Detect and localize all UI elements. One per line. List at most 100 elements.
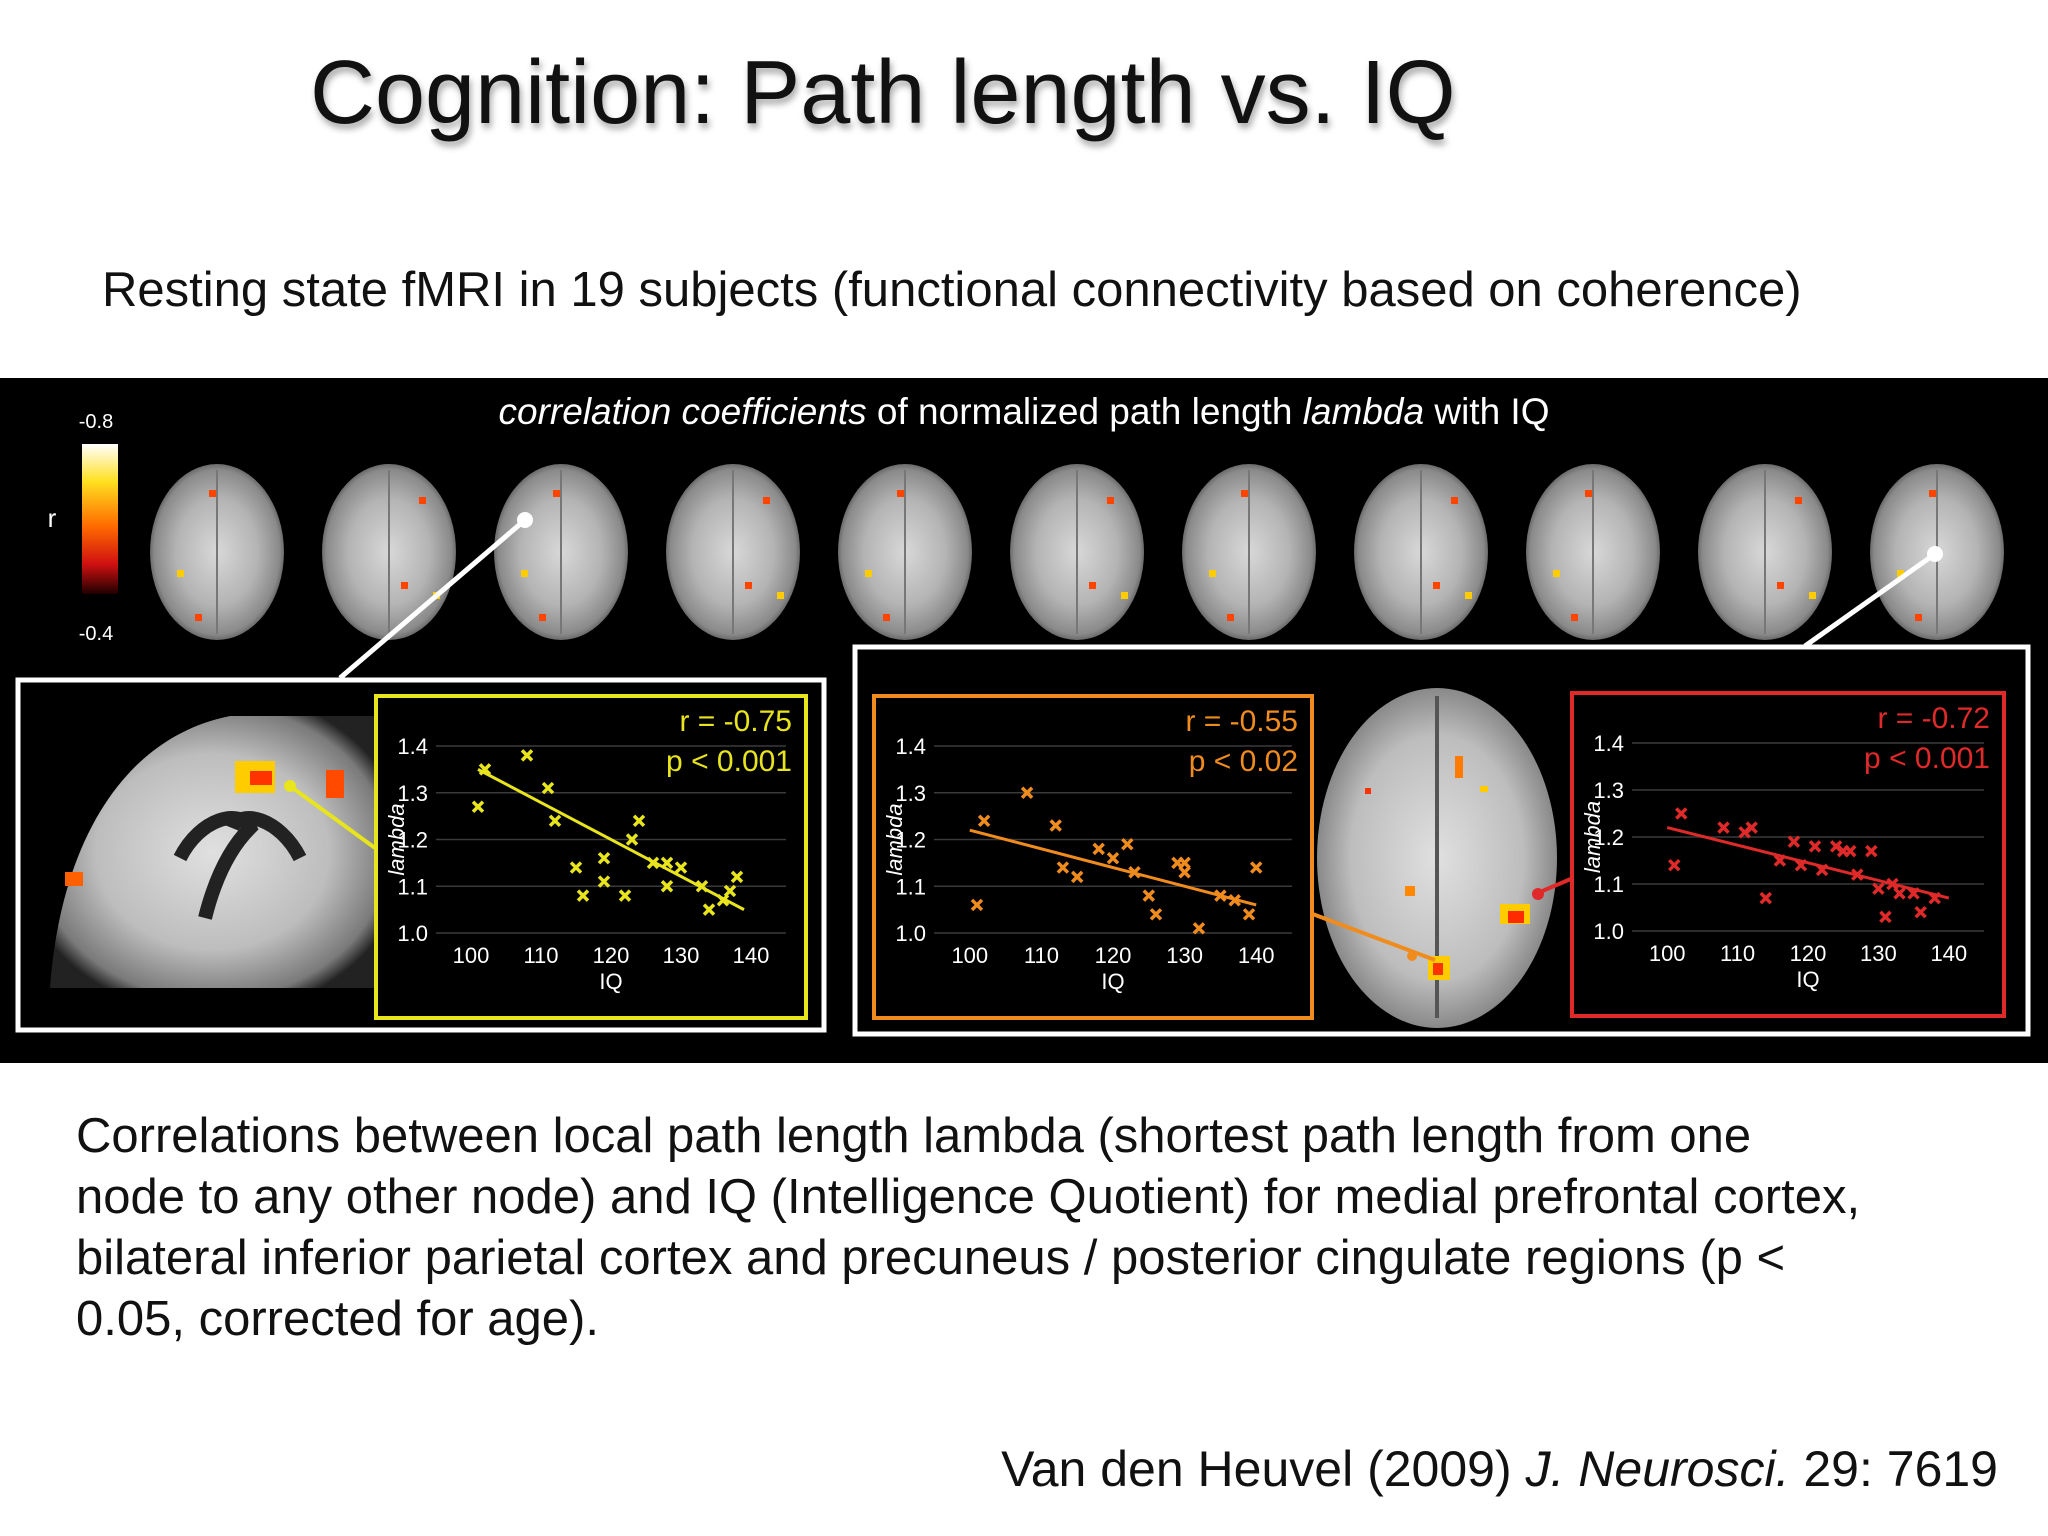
y-axis-label: lambda — [882, 803, 907, 875]
brain-slice — [838, 464, 972, 640]
figure-header-part1: correlation coefficients — [499, 391, 867, 432]
activation-spot — [1897, 570, 1904, 577]
x-tick-label: 130 — [1860, 941, 1897, 966]
data-point — [1893, 887, 1906, 900]
brain-slice — [1698, 464, 1832, 640]
x-tick-label: 100 — [951, 943, 988, 968]
activation-spot — [539, 614, 546, 621]
data-point — [1056, 861, 1070, 874]
brain-slice — [150, 464, 284, 640]
colorbar-max-label: -0.8 — [79, 411, 113, 433]
data-point — [1907, 887, 1920, 900]
activation-spot — [897, 490, 904, 497]
data-point — [1192, 922, 1206, 935]
data-point — [632, 814, 646, 828]
data-point — [1121, 837, 1134, 851]
citation-author-year: Van den Heuvel (2009) — [1001, 1441, 1526, 1497]
x-tick-label: 100 — [453, 943, 490, 968]
data-point — [730, 870, 744, 884]
y-tick-label: 1.3 — [397, 781, 428, 806]
data-point — [1865, 844, 1878, 858]
ventricle-shape-right — [225, 811, 307, 862]
data-point — [1773, 854, 1787, 867]
activation-blob — [1405, 886, 1415, 896]
correlation-r-label: r = -0.75 — [679, 705, 792, 738]
sagittal-brain-image — [50, 716, 377, 988]
correlation-p-label: p < 0.001 — [1864, 742, 1990, 775]
data-point — [1759, 891, 1772, 905]
data-point — [1844, 844, 1857, 858]
data-point — [478, 763, 492, 776]
activation-spot — [1929, 490, 1936, 497]
activation-spot — [1121, 592, 1128, 599]
activation-spot — [1227, 614, 1234, 621]
data-point — [1745, 821, 1758, 834]
caption-line: bilateral inferior parietal cortex and p… — [76, 1231, 1786, 1285]
y-tick-label: 1.3 — [895, 781, 926, 806]
data-point — [1815, 863, 1829, 877]
activation-spot — [1571, 614, 1578, 621]
brain-slice — [1010, 464, 1144, 640]
data-point — [1049, 819, 1062, 832]
figure-header-part4: with IQ — [1424, 391, 1549, 432]
y-tick-label: 1.4 — [1593, 731, 1624, 756]
y-tick-label: 1.2 — [397, 828, 428, 853]
data-point — [1178, 865, 1191, 879]
activation-blob — [1455, 756, 1463, 778]
activation-spot — [1241, 490, 1248, 497]
x-axis-label: IQ — [1101, 969, 1124, 994]
chart-connector-yellow — [288, 784, 377, 850]
x-tick-label: 140 — [1238, 943, 1275, 968]
colorbar — [82, 444, 118, 594]
data-point — [1178, 856, 1191, 870]
x-axis-label: IQ — [599, 969, 622, 994]
data-point — [1914, 905, 1927, 919]
x-tick-label: 140 — [733, 943, 770, 968]
chart-connector-yellow-dot — [284, 780, 296, 792]
slide-subtitle: Resting state fMRI in 19 subjects (funct… — [102, 263, 1802, 317]
data-point — [1106, 851, 1120, 865]
chart-connector-red-dot — [1532, 888, 1544, 900]
chart-connector-orange-dot — [1407, 951, 1417, 961]
data-point — [1249, 861, 1263, 874]
brain-slice — [666, 464, 800, 640]
activation-spot — [1107, 497, 1114, 504]
activation-spot — [1433, 582, 1440, 589]
y-tick-label: 1.1 — [397, 874, 428, 899]
data-point — [618, 889, 632, 902]
activation-spot — [1209, 570, 1216, 577]
activation-spot — [419, 497, 426, 504]
data-point — [702, 903, 716, 916]
data-point — [1128, 865, 1141, 879]
activation-spot — [1451, 497, 1458, 504]
data-point — [1794, 858, 1808, 872]
y-tick-label: 1.0 — [895, 921, 926, 946]
x-tick-label: 100 — [1649, 941, 1686, 966]
data-point — [1020, 786, 1034, 799]
connector-dot-right — [1927, 546, 1943, 562]
slide-title: Cognition: Path length vs. IQ — [310, 43, 1456, 143]
brain-slice-row — [150, 464, 2004, 640]
x-tick-label: 120 — [1790, 941, 1827, 966]
data-point — [520, 749, 534, 762]
x-tick-label: 110 — [1024, 943, 1059, 968]
activation-spot — [195, 614, 202, 621]
data-point — [576, 889, 590, 902]
data-point — [625, 833, 639, 846]
y-tick-label: 1.1 — [895, 874, 926, 899]
y-axis-label: lambda — [1580, 801, 1605, 873]
data-point — [1879, 910, 1892, 924]
data-point — [1668, 858, 1681, 872]
activation-blob — [1433, 963, 1443, 975]
activation-spot — [401, 582, 408, 589]
data-point — [1228, 894, 1241, 907]
y-tick-label: 1.4 — [397, 734, 428, 759]
figure-panel: correlation coefficients of normalized p… — [0, 378, 2048, 1063]
citation-volume: 29: 7619 — [1789, 1441, 1998, 1497]
brain-slice — [322, 464, 456, 640]
data-point — [597, 851, 611, 865]
activation-blob — [1365, 788, 1371, 794]
y-tick-label: 1.0 — [397, 921, 428, 946]
